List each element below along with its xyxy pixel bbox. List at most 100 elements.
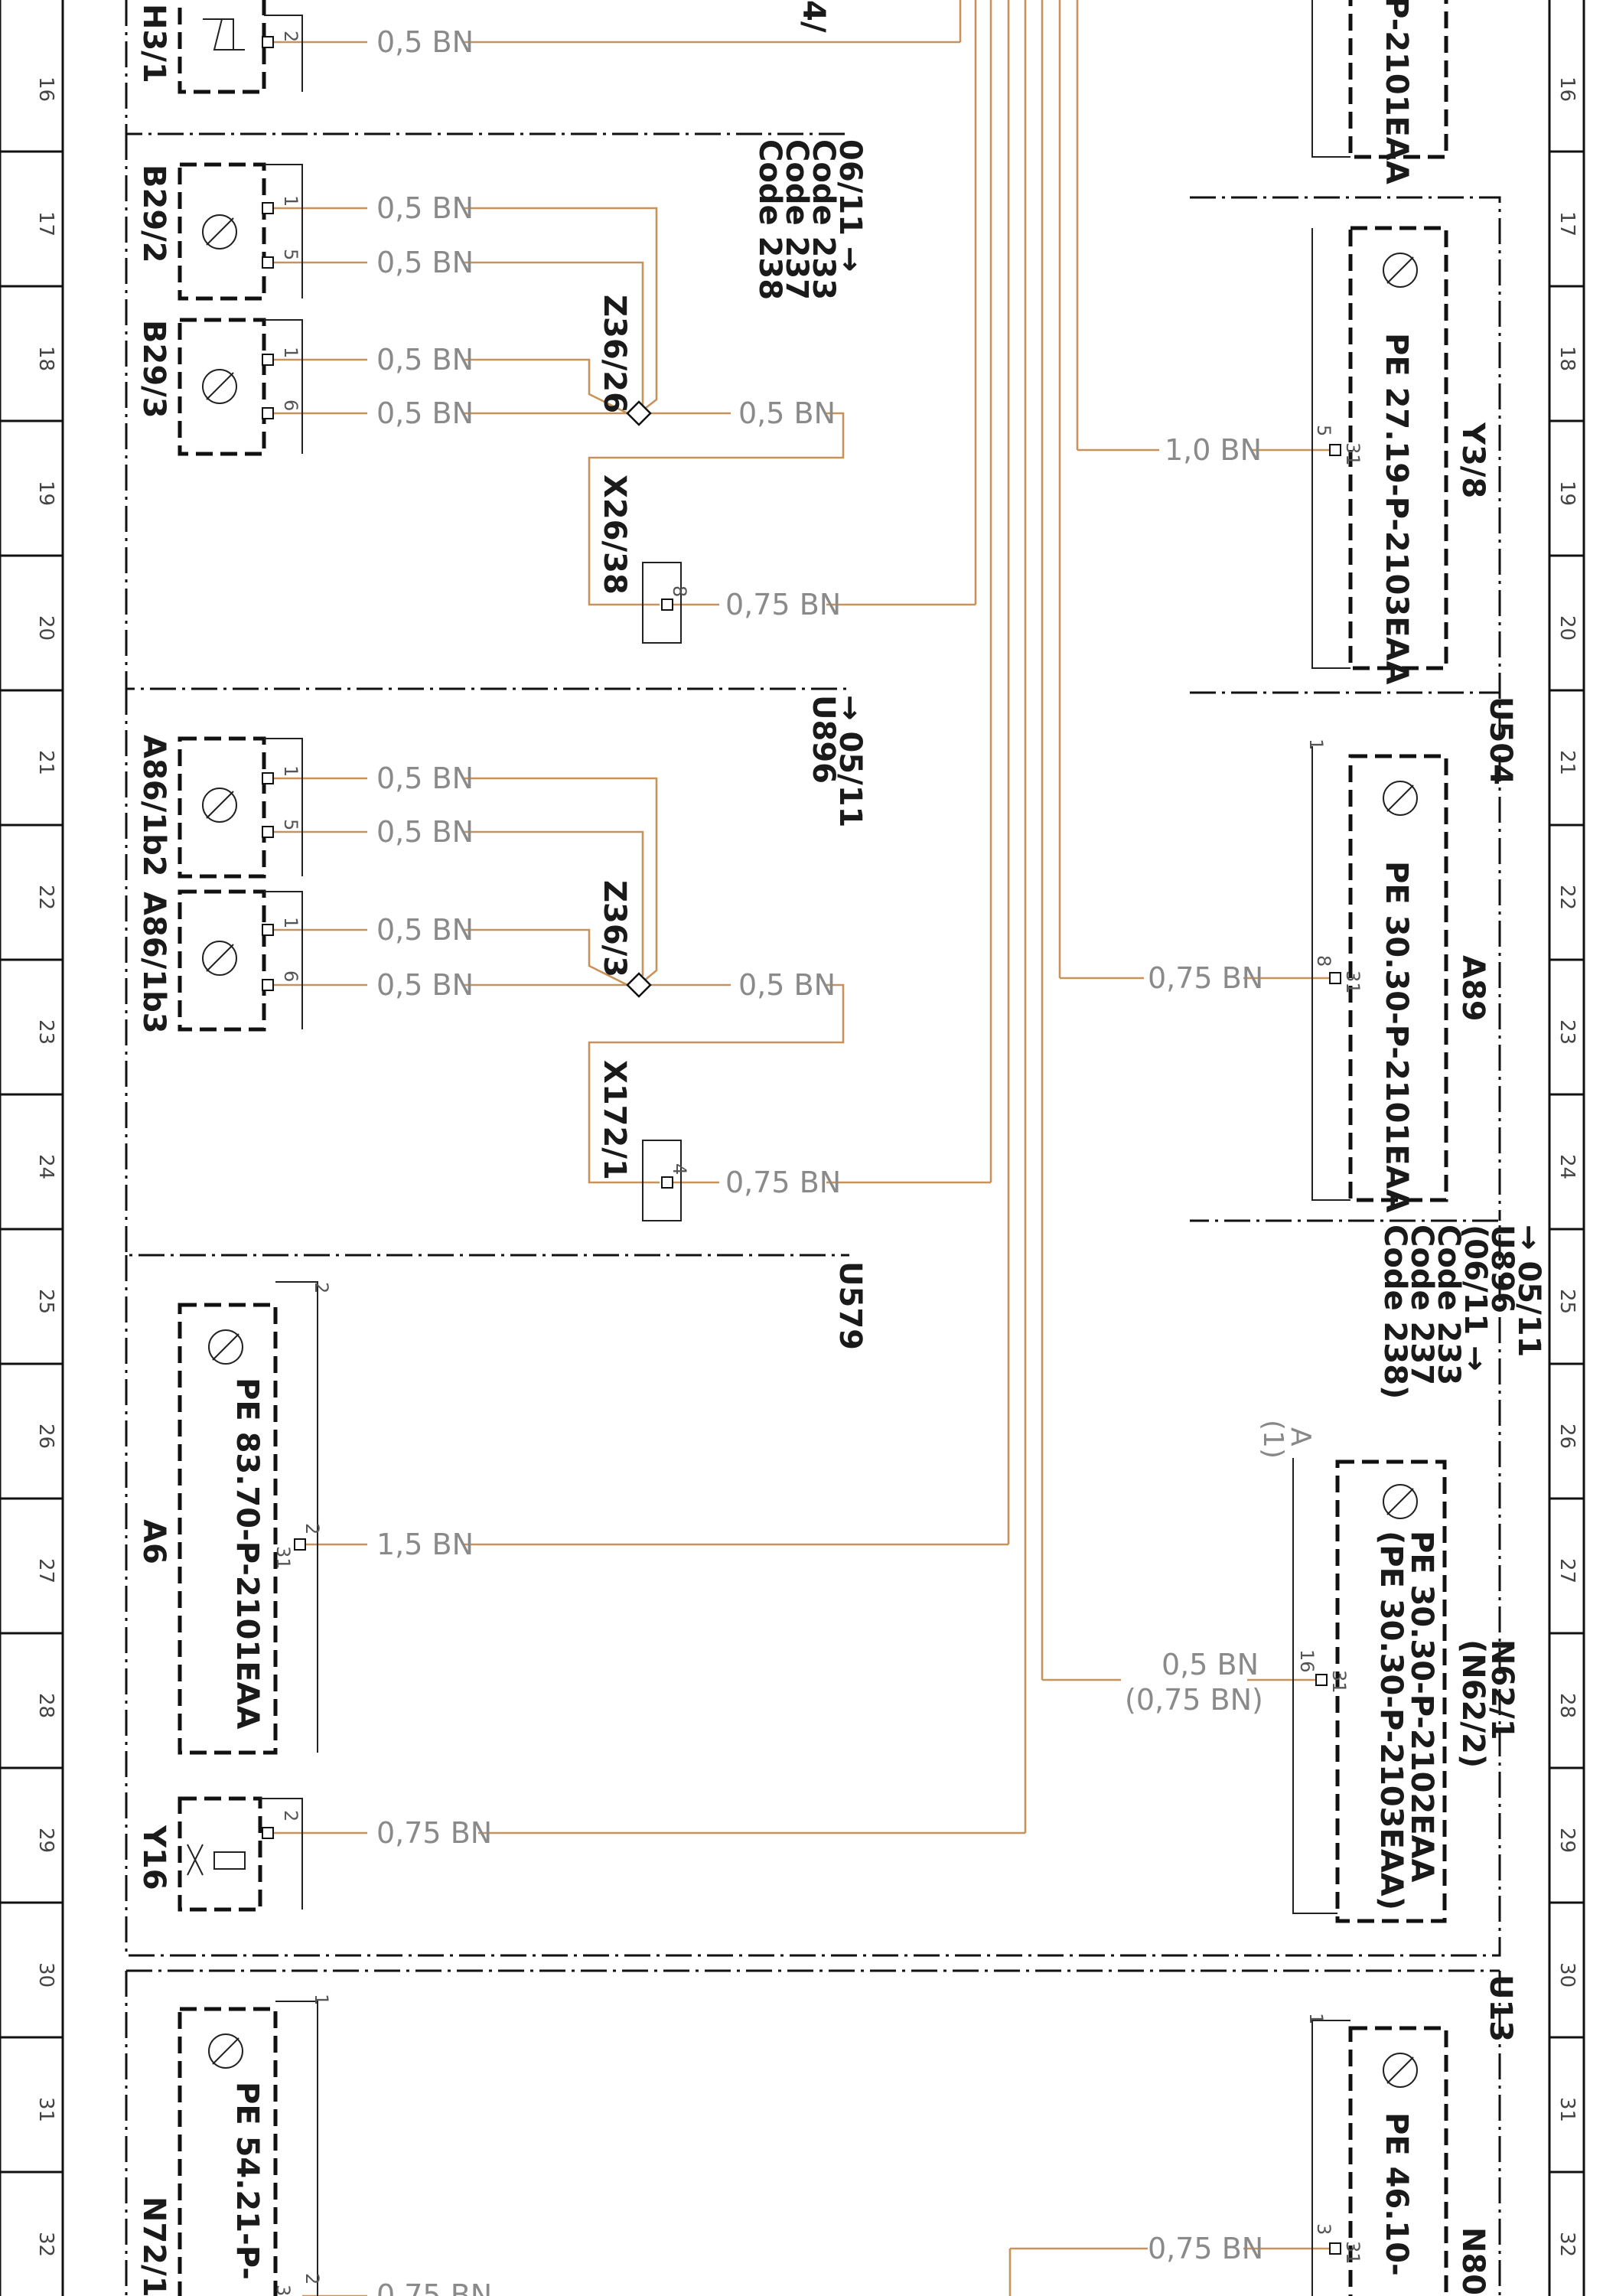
wire-labels: 0,5 BN 0,5 BN 0,5 BN 0,5 BN 0,5 BN 0,5 B… — [376, 25, 1263, 2296]
wire-label-b29-2-1: 0,5 BN — [376, 191, 474, 225]
grid-number: 24 — [1556, 1154, 1579, 1179]
component-y3-8 — [1311, 226, 1448, 670]
splice-z36-3 — [626, 972, 652, 998]
component-labels: H3/1 B29/2 B29/3 Z36/26 X26/38 A86/1b2 A… — [136, 4, 1520, 2296]
label-y3-8: Y3/8 — [1455, 422, 1491, 498]
pin-b29-3-b: 6 — [280, 400, 301, 411]
grid-number: 20 — [34, 615, 57, 641]
label-a89: A89 — [1455, 955, 1491, 1022]
label-a86-1b2: A86/1b2 — [136, 735, 171, 877]
wire-label-z36-26-out: 0,5 BN — [738, 396, 836, 430]
label-n72-1: N72/1 — [136, 2197, 171, 2296]
wire-label-h3-1: 0,5 BN — [376, 25, 474, 59]
label-h3-1: H3/1 — [136, 4, 171, 83]
note-right-0: → 05/11 — [1511, 1225, 1546, 1357]
wire-label-x172-1: 0,75 BN — [725, 1166, 841, 1199]
grid-number: 17 — [1556, 211, 1579, 236]
pin-a86-1b3-a: 1 — [280, 917, 301, 928]
label-z36-26: Z36/26 — [597, 295, 632, 413]
pe-references: P-2101EAA PE 27.19-P-2103EAA PE 30.30-P-… — [230, 0, 1439, 2280]
pe-y3-8: PE 27.19-P-2103EAA — [1379, 333, 1414, 685]
pin-y3-8-a: 5 — [1313, 425, 1334, 436]
pe-n72-1: PE 54.21-P- — [230, 2082, 265, 2280]
grid-number: 27 — [34, 1558, 57, 1583]
note-top-frag: 4/ — [796, 0, 831, 33]
pin-n62-b: 31 — [1328, 1670, 1350, 1694]
pin-b29-2-b: 5 — [280, 249, 301, 260]
pin-y16: 2 — [280, 1810, 301, 1821]
note-sec1-1: Code 233 — [806, 139, 841, 300]
pin-a86-1b3-b: 6 — [280, 970, 301, 982]
wire-label-n62-a: 0,5 BN — [1162, 1648, 1259, 1681]
pin-n72-1-a: 2 — [301, 2273, 323, 2285]
pin-n62-a: 16 — [1296, 1649, 1318, 1673]
note-sec2-1: U896 — [806, 695, 841, 784]
grid-number: 30 — [1556, 1962, 1579, 1988]
note-n62-b: (1) — [1257, 1420, 1289, 1459]
component-b29-2 — [178, 162, 303, 301]
grid-number: 20 — [1556, 615, 1579, 641]
wire-label-a86-1b2-5: 0,5 BN — [376, 815, 474, 849]
wire-label-n80: 0,75 BN — [1148, 2232, 1263, 2265]
label-a6: A6 — [136, 1519, 171, 1564]
wire-label-x26-38: 0,75 BN — [725, 588, 841, 621]
component-n80 — [1311, 2020, 1448, 2296]
pe-a6: PE 83.70-P-2101EAA — [230, 1378, 265, 1730]
grid-number: 28 — [34, 1693, 57, 1718]
grid-number: 22 — [1556, 885, 1579, 910]
label-b29-3: B29/3 — [136, 320, 171, 419]
grid-number: 32 — [34, 2232, 57, 2257]
grid-number: 17 — [34, 211, 57, 236]
pin-x172-1: 4 — [669, 1163, 690, 1175]
pin-n80-frame: 1 — [1305, 2013, 1327, 2024]
connector-x26-38 — [642, 562, 682, 644]
grid-number: 21 — [34, 750, 57, 775]
pin-b29-2-a: 1 — [280, 195, 301, 207]
label-x172-1: X172/1 — [597, 1060, 632, 1180]
wire-label-a86-1b2-1: 0,5 BN — [376, 762, 474, 795]
grid-number: 29 — [34, 1828, 57, 1853]
wire-label-n72-1: 0,75 BN — [376, 2278, 492, 2296]
note-right-5: Code 238) — [1377, 1225, 1412, 1399]
grid-number: 24 — [34, 1154, 57, 1179]
pin-x26-38: 8 — [669, 585, 690, 597]
note-sec1-0: 06/11 → — [832, 139, 868, 272]
wire-label-a86-1b3-1: 0,5 BN — [376, 913, 474, 947]
grid-number: 23 — [34, 1019, 57, 1045]
label-n62-2: (N62/2) — [1455, 1639, 1491, 1768]
left-grid-strip — [0, 0, 64, 2296]
wire-label-a89: 0,75 BN — [1148, 961, 1263, 995]
pin-n80-b: 31 — [1342, 2241, 1364, 2265]
grid-number: 21 — [1556, 750, 1579, 775]
grid-number: 25 — [34, 1289, 57, 1314]
grid-number: 29 — [1556, 1828, 1579, 1853]
component-h3-1 — [178, 0, 303, 94]
component-n62-1 — [1292, 1458, 1447, 1923]
wire-label-a86-1b3-6: 0,5 BN — [376, 968, 474, 1002]
pe-a89: PE 30.30-P-2101EAA — [1379, 861, 1414, 1213]
grid-number: 25 — [1556, 1289, 1579, 1314]
label-a86-1b3: A86/1b3 — [136, 892, 171, 1034]
label-y16: Y16 — [136, 1825, 171, 1890]
component-n72-1 — [178, 2001, 318, 2296]
component-a6 — [178, 1281, 318, 1755]
pin-a89-frame: 1 — [1305, 739, 1327, 750]
component-b29-3 — [178, 318, 303, 456]
pin-a89-a: 8 — [1313, 955, 1334, 967]
note-right-3: Code 233 — [1431, 1225, 1466, 1385]
grid-number: 26 — [34, 1424, 57, 1449]
wire-label-y3-8: 1,0 BN — [1165, 433, 1262, 467]
note-sec1-3: Code 238 — [752, 139, 787, 300]
grid-number: 32 — [1556, 2232, 1579, 2257]
label-n80: N80 — [1455, 2227, 1491, 2295]
pin-n72-1-frame: 1 — [311, 1994, 332, 2005]
pin-a86-1b2-a: 1 — [280, 765, 301, 777]
section-notes: 06/11 → Code 233 Code 237 Code 238 → 05/… — [752, 0, 1546, 2042]
note-n62-a: A — [1285, 1427, 1316, 1446]
pin-a86-1b2-b: 5 — [280, 819, 301, 830]
grid-number: 31 — [1556, 2097, 1579, 2122]
grid-number: 16 — [34, 77, 57, 102]
pin-h3-1: 2 — [280, 31, 301, 42]
pin-n80-a: 3 — [1313, 2223, 1334, 2235]
grid-number: 18 — [1556, 346, 1579, 371]
